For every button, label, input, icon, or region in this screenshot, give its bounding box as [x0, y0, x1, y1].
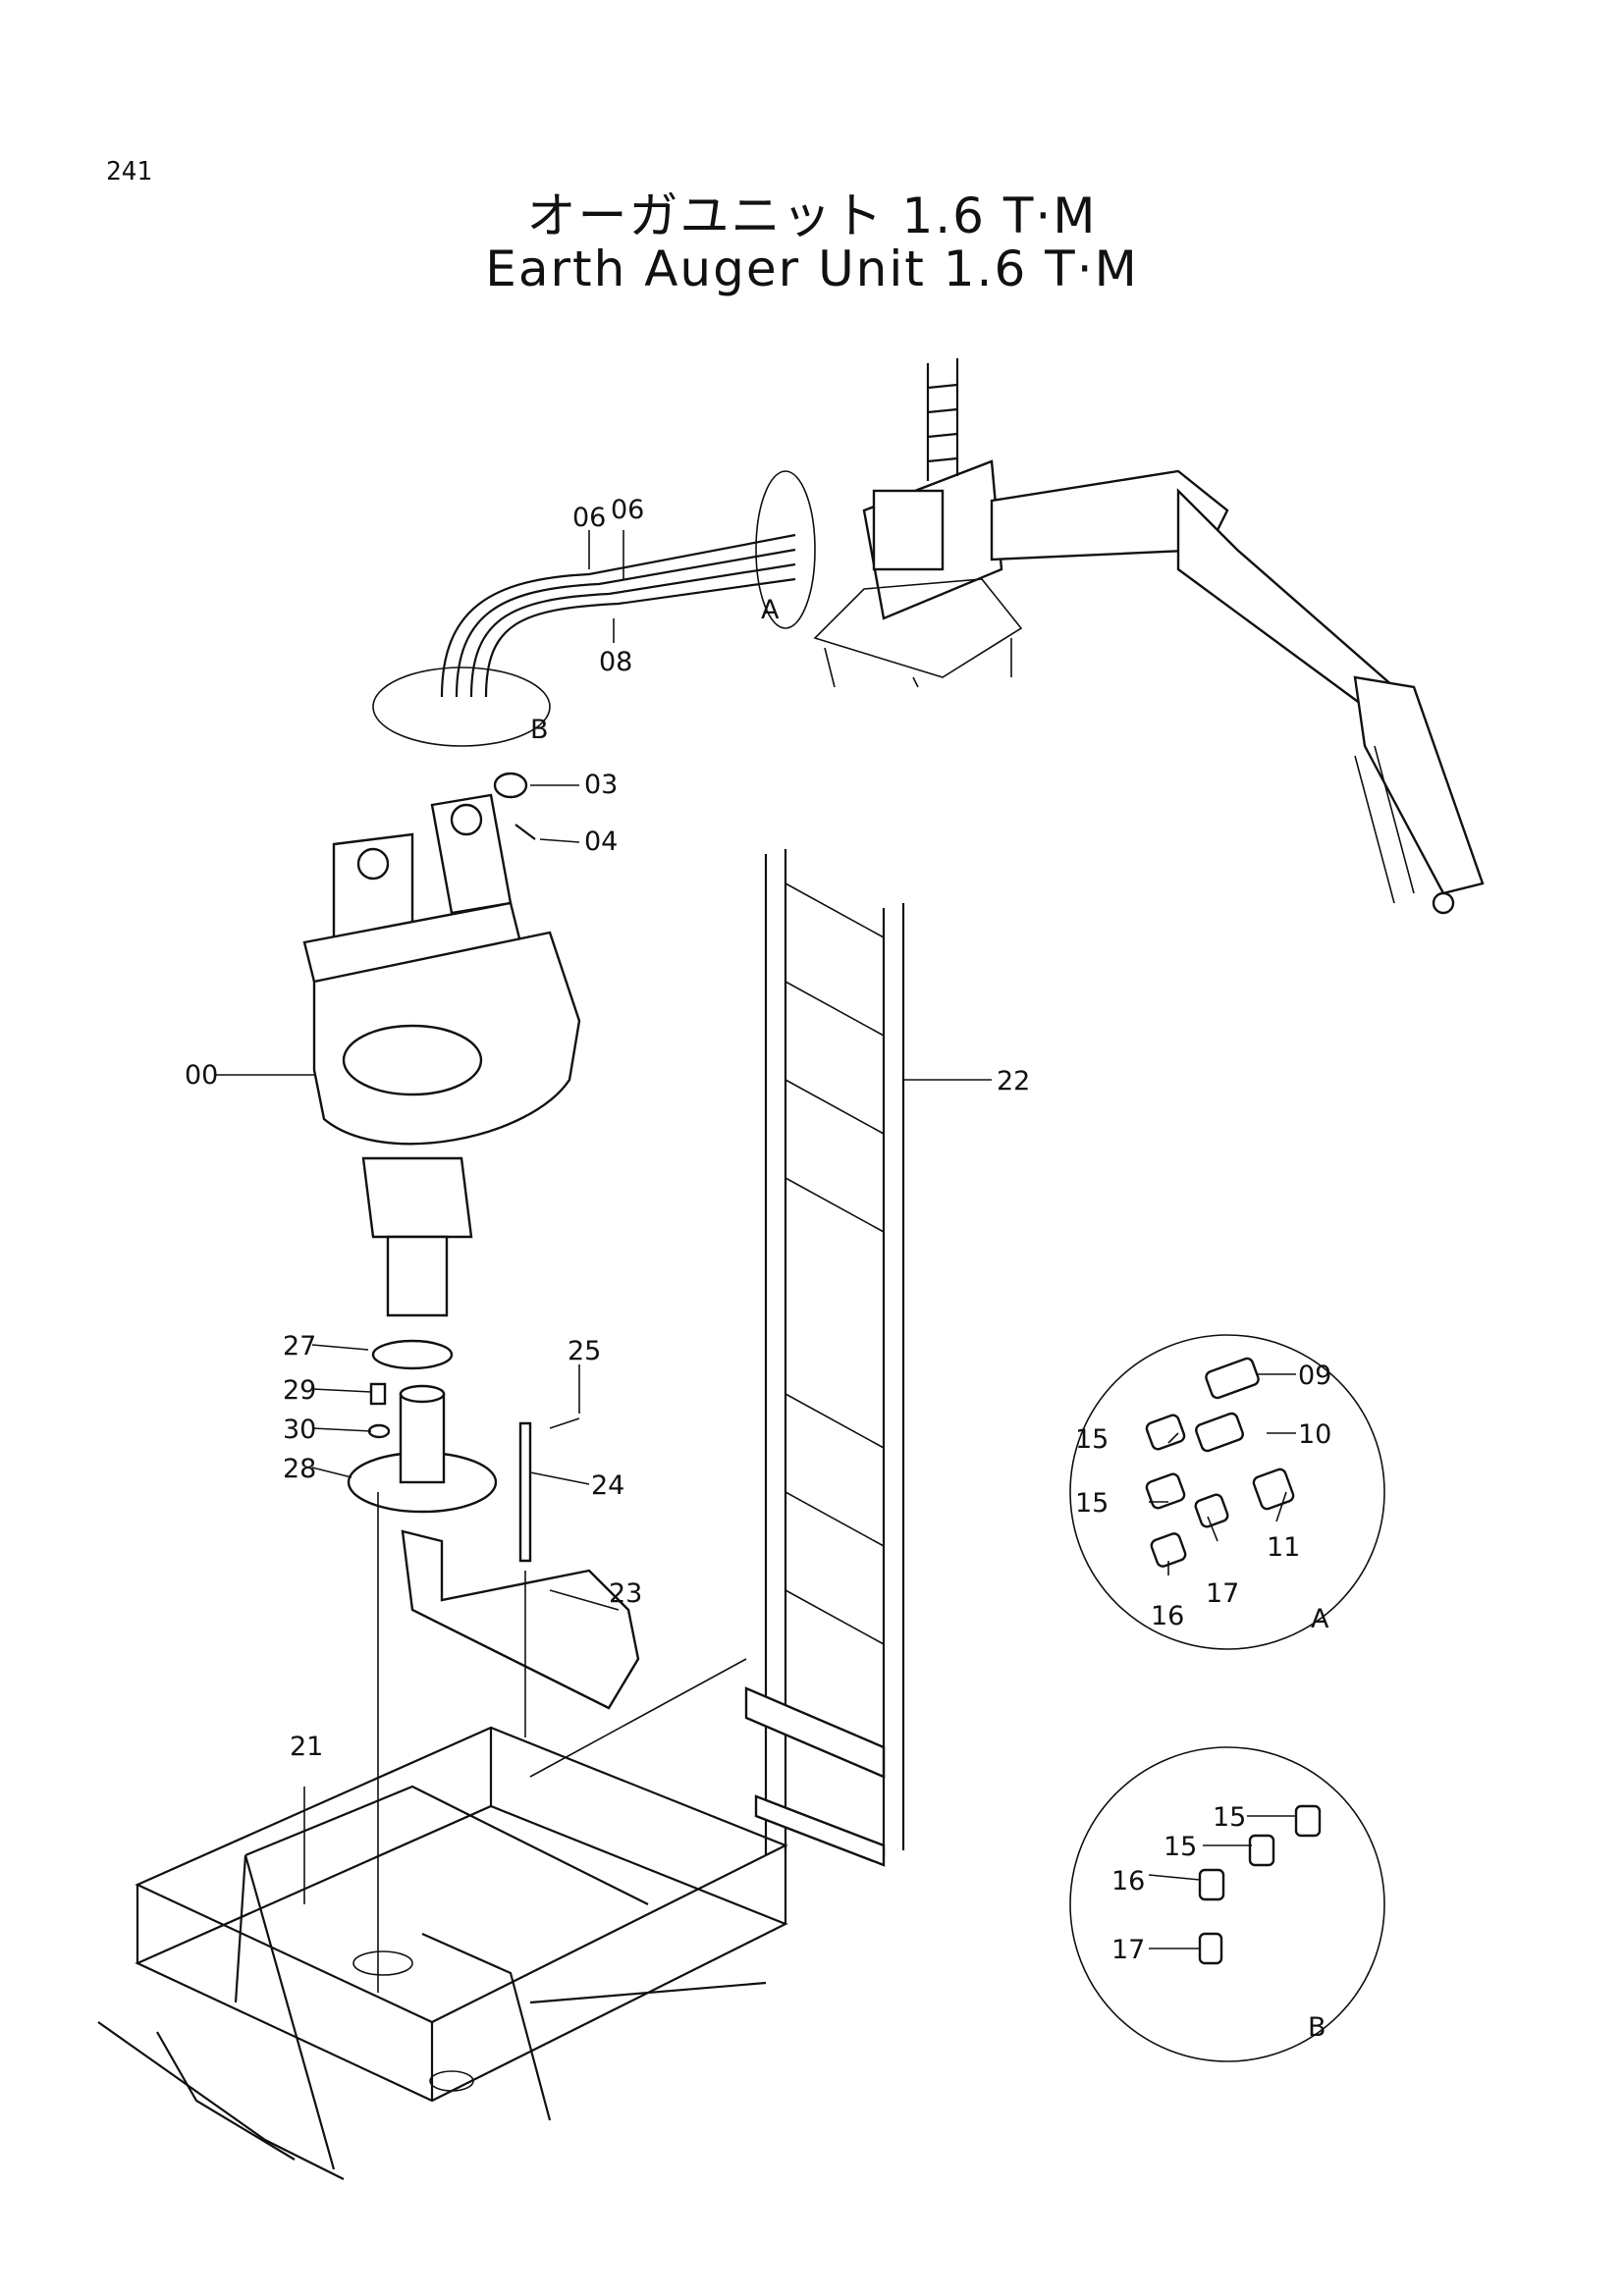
page-number: 241	[106, 157, 152, 187]
callout-03: 03	[584, 770, 618, 800]
callout-29: 29	[283, 1375, 316, 1406]
ladder-22	[744, 849, 905, 1867]
callout-04: 04	[584, 827, 618, 857]
detail-b-fittings	[1198, 1804, 1322, 1965]
callout-11: 11	[1267, 1532, 1300, 1563]
detail-a-reference: A	[761, 595, 780, 625]
callout-15: 15	[1075, 1488, 1109, 1519]
callout-25: 25	[568, 1336, 601, 1366]
page-title-japanese: オーガユニット 1.6 T·M	[526, 187, 1098, 244]
excavator-illustration	[813, 358, 1485, 915]
callout-24: 24	[591, 1470, 624, 1501]
callout-15: 15	[1213, 1802, 1246, 1833]
detail-a-label: A	[1311, 1604, 1329, 1634]
callout-00: 00	[185, 1060, 218, 1091]
callout-17: 17	[1206, 1578, 1239, 1609]
callout-28: 28	[283, 1454, 316, 1484]
bolt-29	[369, 1382, 387, 1406]
callout-08: 08	[599, 647, 632, 677]
detail-a-circle	[1069, 1334, 1385, 1650]
detail-b-circle	[1069, 1746, 1385, 2062]
callout-27: 27	[283, 1331, 316, 1362]
pin-04	[514, 824, 536, 840]
callout-16: 16	[1151, 1601, 1184, 1631]
washer-30	[367, 1423, 391, 1439]
washer-27	[371, 1339, 454, 1370]
callout-labels: 00 03 04 06 06 08 A B 22 09 10 11 15 15 …	[185, 495, 1331, 2043]
detail-b-label: B	[1308, 2012, 1326, 2043]
callout-23: 23	[609, 1578, 642, 1609]
alignment-line	[529, 1658, 747, 1778]
callout-17: 17	[1111, 1935, 1145, 1965]
callout-22: 22	[997, 1066, 1030, 1096]
callout-06: 06	[611, 495, 644, 525]
callout-30: 30	[283, 1415, 316, 1445]
page-title-english: Earth Auger Unit 1.6 T·M	[485, 240, 1139, 297]
detail-a-fittings	[1145, 1357, 1295, 1568]
callout-16: 16	[1111, 1866, 1145, 1896]
callout-15: 15	[1164, 1832, 1197, 1862]
ring-03	[493, 772, 528, 799]
leader-lines	[216, 530, 1296, 1949]
detail-a-reference-circle	[755, 470, 816, 629]
adapter-28	[347, 1384, 498, 1514]
callout-21: 21	[290, 1732, 323, 1762]
detail-b-reference: B	[530, 715, 549, 745]
detail-b-reference-circle	[372, 667, 551, 747]
callout-10: 10	[1298, 1419, 1331, 1450]
auger-drive-unit-00	[302, 793, 581, 1317]
holder-23	[401, 1529, 640, 1710]
clip-25	[549, 1417, 580, 1429]
stand-21	[97, 1726, 788, 2180]
pin-24	[518, 1421, 532, 1563]
callout-09: 09	[1298, 1361, 1331, 1391]
callout-15: 15	[1075, 1424, 1109, 1455]
callout-06: 06	[572, 503, 606, 533]
